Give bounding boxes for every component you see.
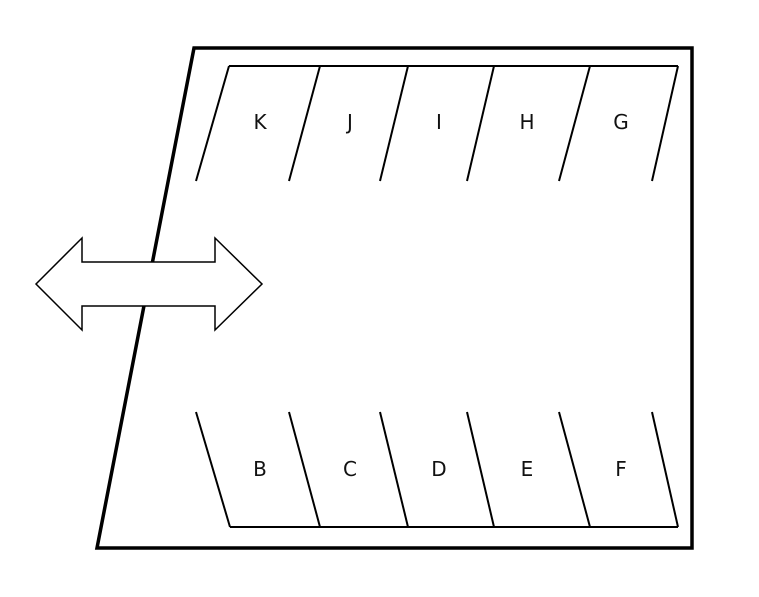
- double-arrow-icon: [34, 236, 264, 332]
- bottom-divider: [195, 411, 231, 528]
- top-stall-row: K J I H G: [195, 65, 679, 182]
- stall-label-i: I: [436, 110, 442, 134]
- stall-label-b: B: [253, 457, 267, 481]
- stall-label-g: G: [613, 110, 629, 134]
- top-divider: [558, 65, 591, 182]
- stall-label-e: E: [521, 457, 534, 481]
- top-divider: [379, 65, 409, 182]
- bottom-divider: [288, 411, 321, 528]
- top-divider: [288, 65, 321, 182]
- top-divider: [195, 65, 230, 182]
- stall-label-j: J: [345, 110, 353, 134]
- bottom-stall-row: B C D E F: [195, 411, 679, 528]
- stall-label-k: K: [253, 110, 267, 134]
- bottom-divider: [558, 411, 591, 528]
- bottom-divider: [651, 411, 679, 528]
- top-divider: [466, 65, 495, 182]
- lot-boundary: [94, 46, 694, 550]
- stall-label-f: F: [615, 457, 627, 481]
- bottom-divider: [466, 411, 495, 528]
- top-divider: [651, 65, 679, 182]
- stall-label-h: H: [519, 110, 534, 134]
- bottom-divider: [379, 411, 409, 528]
- stall-label-c: C: [343, 457, 357, 481]
- stall-label-d: D: [431, 457, 446, 481]
